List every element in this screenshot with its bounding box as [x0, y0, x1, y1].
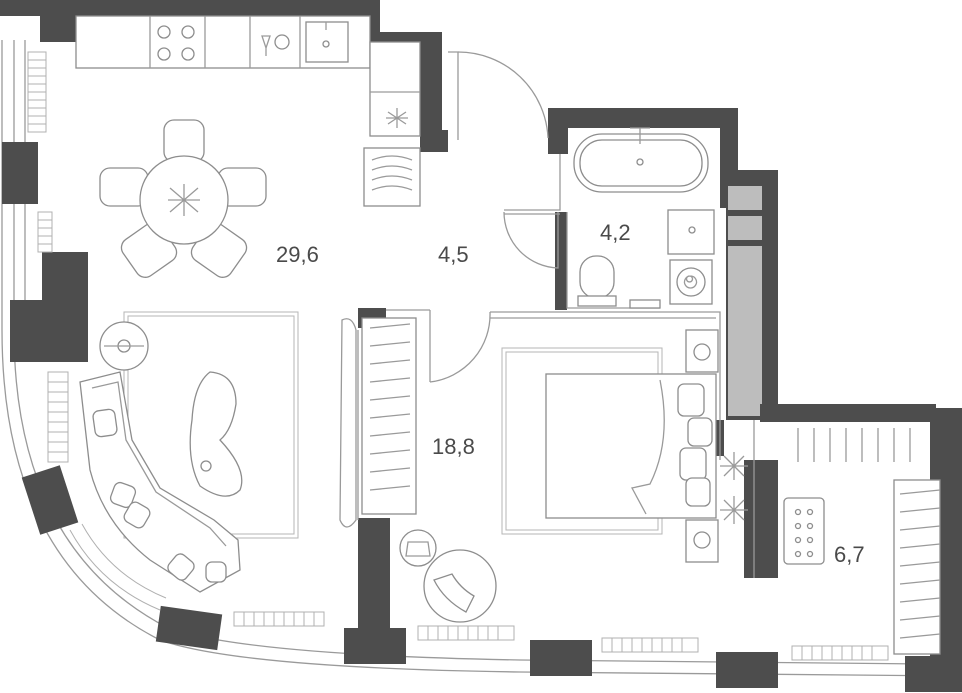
- partitions: [357, 154, 755, 578]
- living-room-area: 29,6: [276, 242, 319, 267]
- wardrobes: [361, 317, 941, 655]
- kitchen: [75, 15, 421, 207]
- area-labels: 29,6 4,5 4,2 18,8 6,7: [276, 220, 865, 567]
- dining-set: [99, 119, 267, 278]
- bathroom-area: 4,2: [600, 220, 631, 245]
- bedroom-furniture: [399, 329, 748, 623]
- doors: [339, 51, 559, 528]
- wardrobe-area: 6,7: [834, 542, 865, 567]
- living-furniture: [79, 311, 299, 593]
- hall-area: 4,5: [438, 242, 469, 267]
- bathroom-fixtures: [573, 127, 715, 309]
- radiators: [27, 51, 889, 661]
- drawer-knobs: [794, 508, 814, 558]
- bedroom-area: 18,8: [432, 434, 475, 459]
